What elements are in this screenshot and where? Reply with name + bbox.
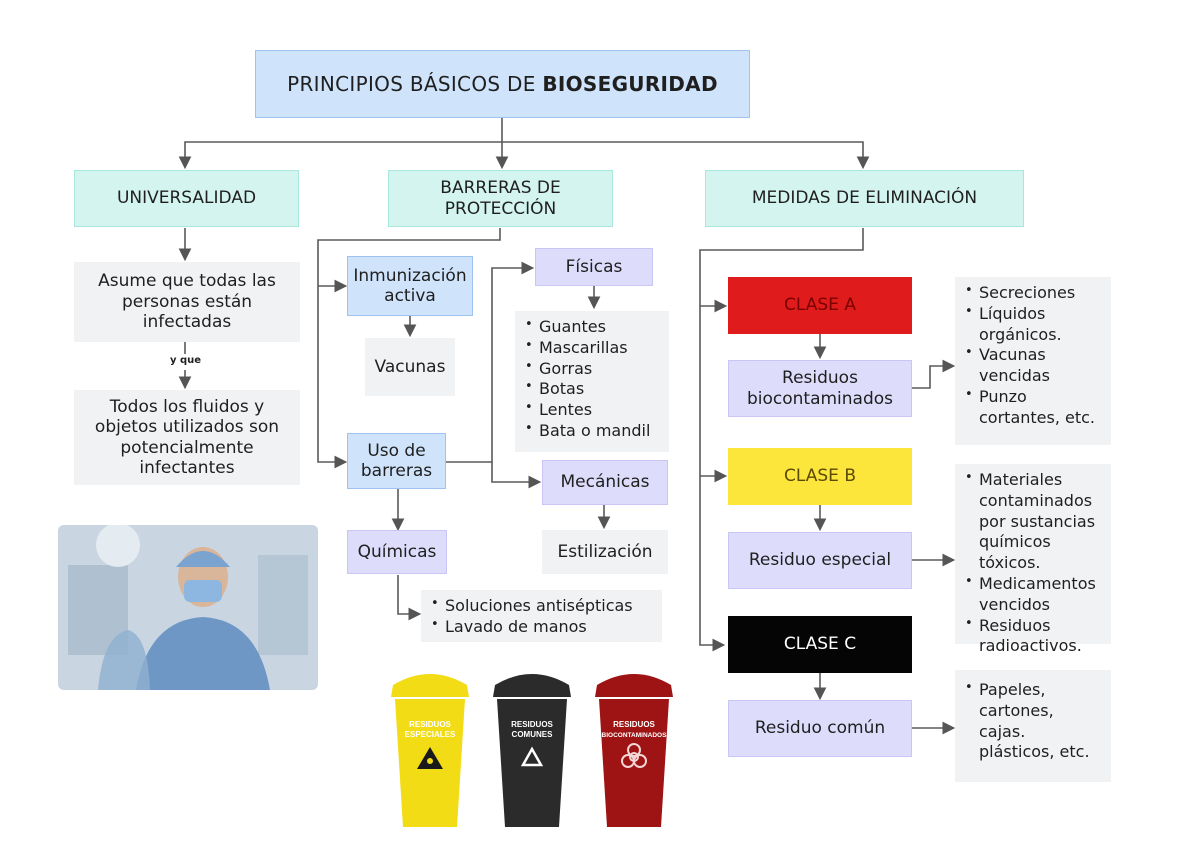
list-item: Papeles, cartones, cajas. plásticos, etc… [965,680,1101,763]
list-item: Materiales contaminados por sustancias q… [965,470,1101,574]
quimicas-list: Soluciones antisépticas Lavado de manos [421,590,662,642]
list-item: Soluciones antisépticas [431,596,652,617]
clase-a-badge: CLASE A [728,277,912,334]
title-prefix: PRINCIPIOS BÁSICOS DE [287,72,543,96]
fisicas-list: Guantes Mascarillas Gorras Botas Lentes … [515,311,669,452]
inmunizacion-activa: Inmunización activa [347,256,473,316]
main-title: PRINCIPIOS BÁSICOS DE BIOSEGURIDAD [255,50,750,118]
clase-a-list: Secreciones Líquidos orgánicos. Vacunas … [955,277,1111,445]
list-item: Vacunas vencidas [965,345,1101,387]
clase-c-badge: CLASE C [728,616,912,673]
universalidad-connector: y que [170,355,202,366]
bin-comunes: RESIDUOS COMUNES [493,674,571,827]
list-item: Bata o mandil [525,421,659,442]
clase-b-type: Residuo especial [728,532,912,589]
list-item: Residuos radioactivos. [965,616,1101,658]
list-item: Lentes [525,400,659,421]
vacunas: Vacunas [365,338,455,396]
list-item: Medicamentos vencidos [965,574,1101,616]
list-item: Líquidos orgánicos. [965,304,1101,346]
list-item: Punzo cortantes, etc. [965,387,1101,429]
recycle-icon [520,746,544,767]
mecanicas: Mecánicas [542,460,668,505]
healthcare-worker-photo [58,525,318,690]
principle-medidas: MEDIDAS DE ELIMINACIÓN [705,170,1024,227]
bin-label: ESPECIALES [405,730,456,739]
estilizacion: Estilización [542,530,668,574]
bin-label: COMUNES [512,730,554,739]
radiation-icon [417,747,443,769]
universalidad-fluids: Todos los fluidos y objetos utilizados s… [74,390,300,485]
waste-bins: RESIDUOS ESPECIALES RESIDUOS COMUNES RES… [391,674,673,827]
principle-universalidad: UNIVERSALIDAD [74,170,299,227]
clase-a-type: Residuos biocontaminados [728,360,912,417]
quimicas: Químicas [347,530,447,574]
title-bold: BIOSEGURIDAD [542,72,718,96]
principle-barreras: BARRERAS DE PROTECCIÓN [388,170,613,227]
list-item: Secreciones [965,283,1101,304]
bin-biocontaminados: RESIDUOS BIOCONTAMINADOS [595,674,673,827]
bin-label: RESIDUOS [409,720,451,729]
bin-especiales: RESIDUOS ESPECIALES [391,674,469,827]
bin-label: BIOCONTAMINADOS [602,732,668,739]
list-item: Gorras [525,359,659,380]
list-item: Guantes [525,317,659,338]
universalidad-assume: Asume que todas las personas están infec… [74,262,300,342]
bin-label: RESIDUOS [511,720,553,729]
biohazard-icon [621,743,647,768]
list-item: Mascarillas [525,338,659,359]
clase-c-type: Residuo común [728,700,912,757]
uso-de-barreras: Uso de barreras [347,433,446,489]
clase-c-list: Papeles, cartones, cajas. plásticos, etc… [955,670,1111,782]
bin-label: RESIDUOS [613,720,655,729]
clase-b-badge: CLASE B [728,448,912,505]
clase-b-list: Materiales contaminados por sustancias q… [955,464,1111,655]
list-item: Lavado de manos [431,617,652,638]
list-item: Botas [525,379,659,400]
fisicas: Físicas [535,248,653,286]
